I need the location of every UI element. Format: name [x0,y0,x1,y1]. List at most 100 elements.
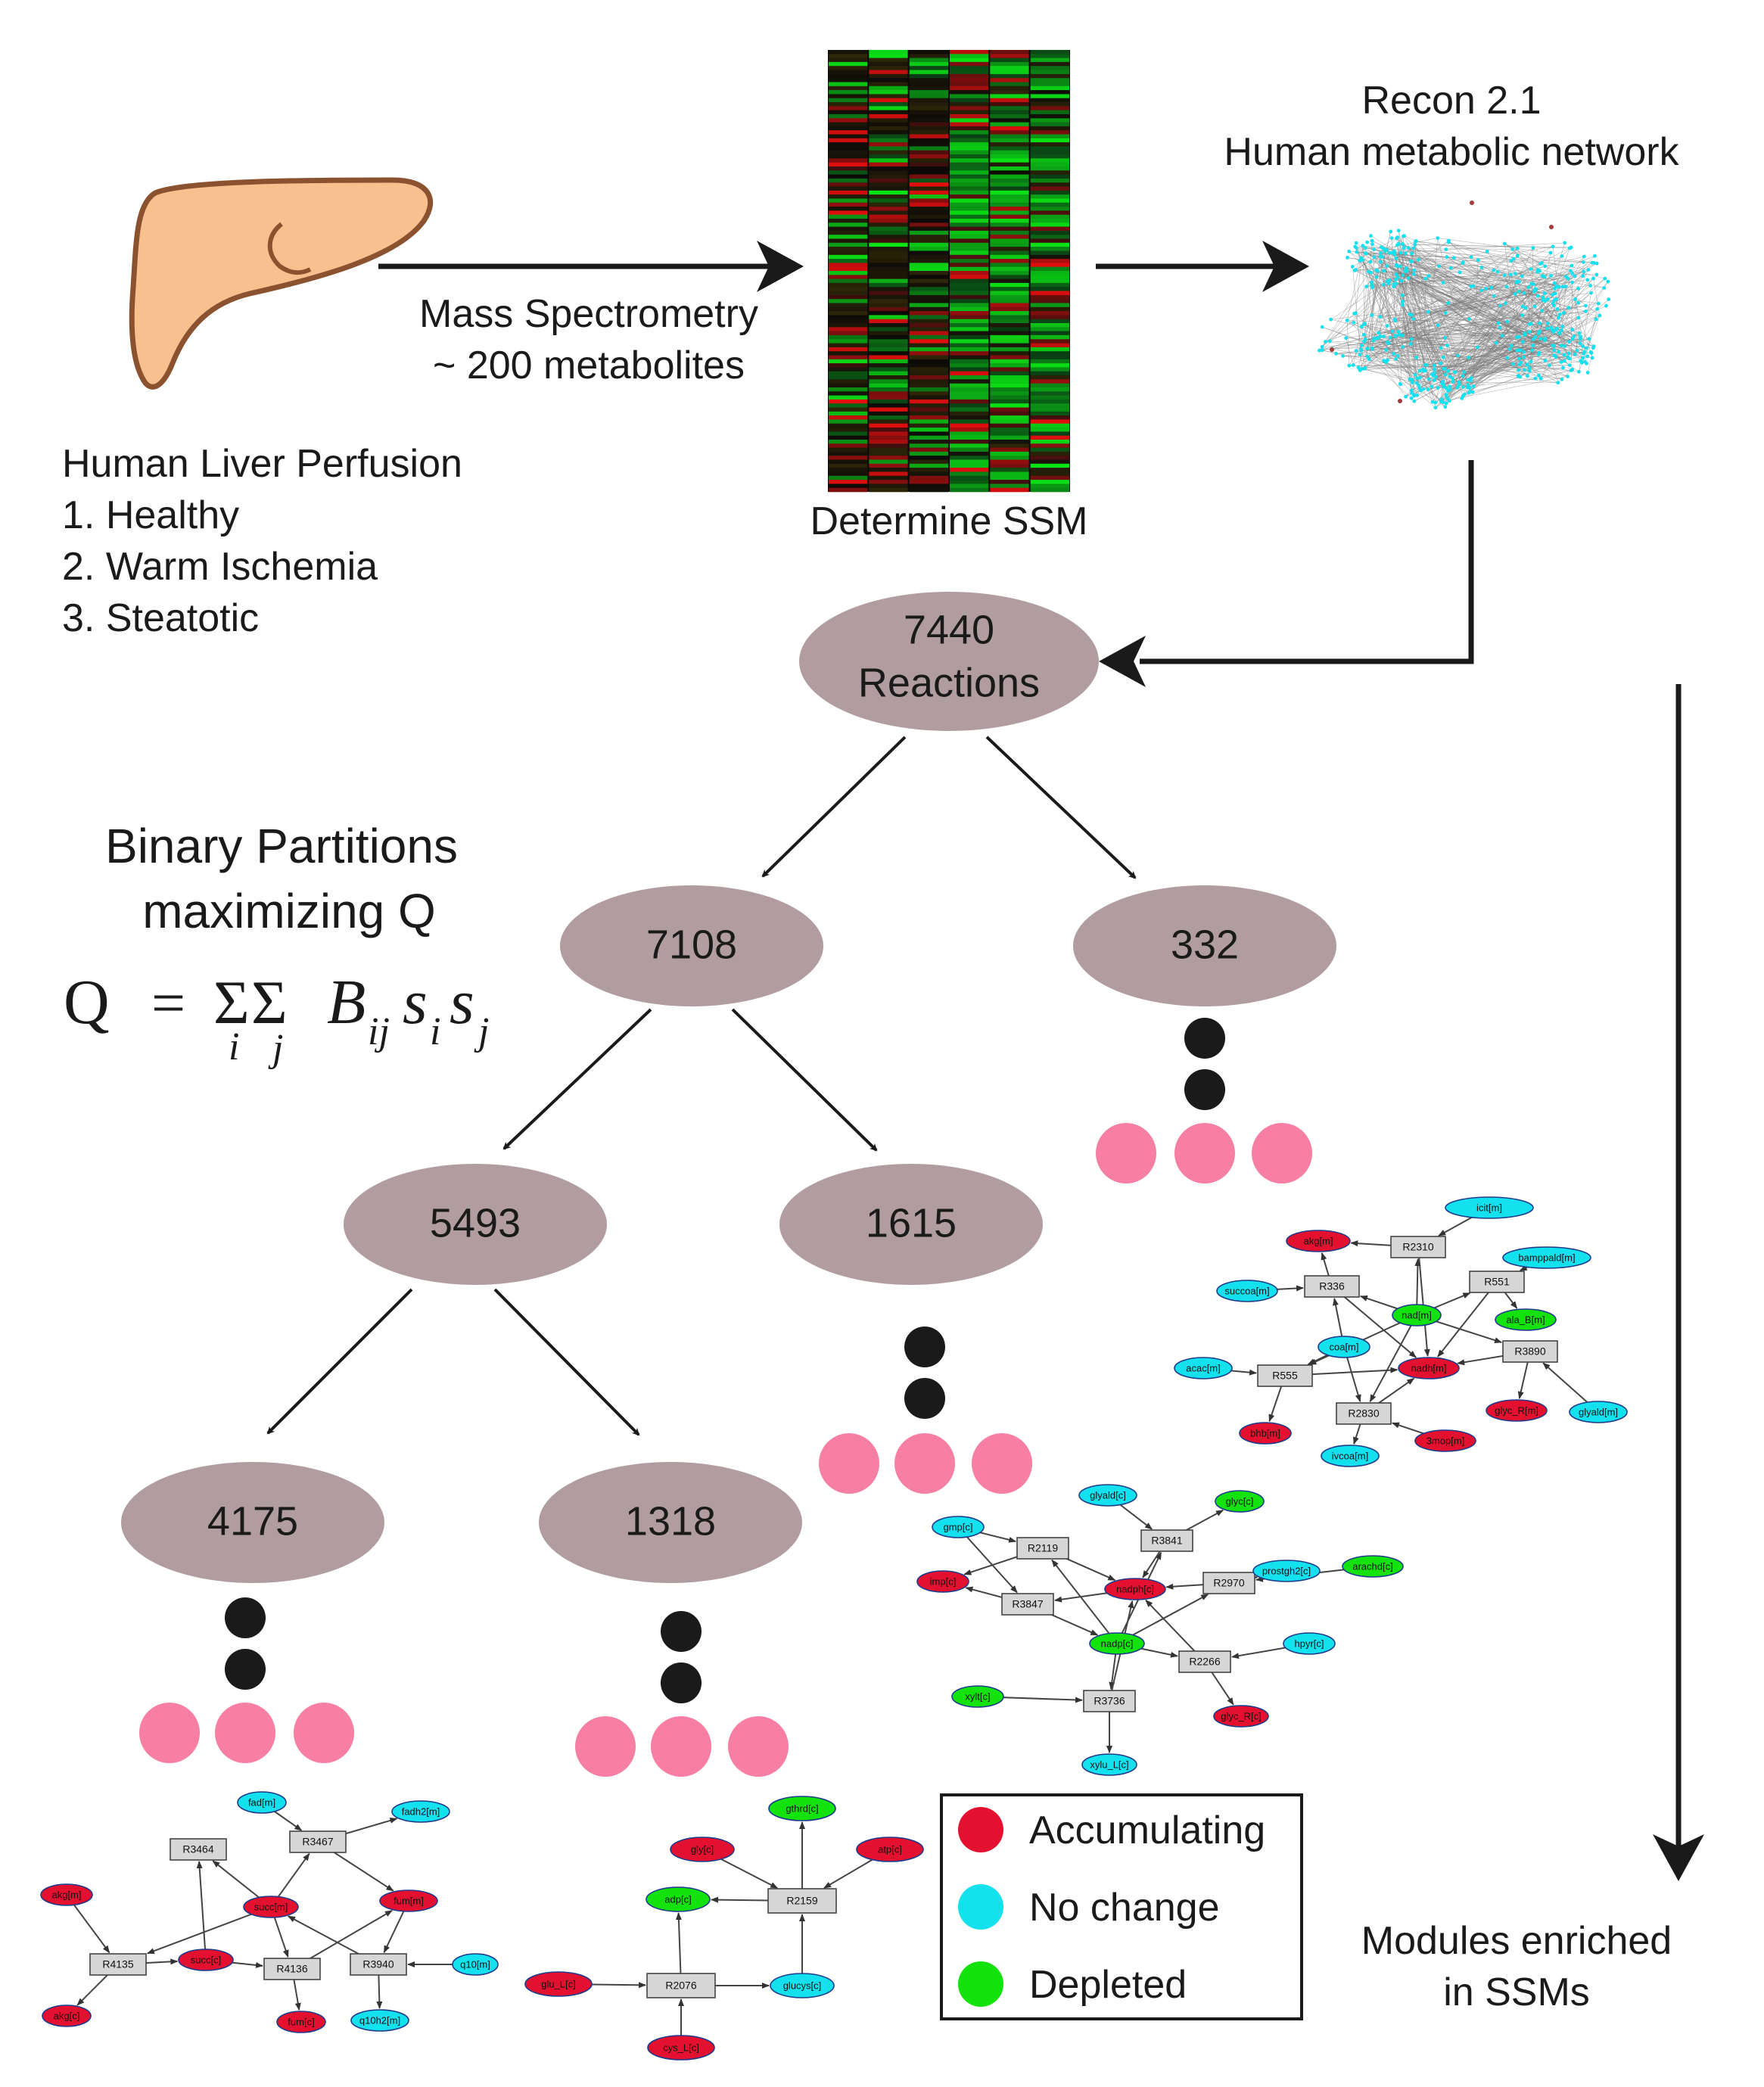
heatmap-cell [990,154,1029,159]
network-node [1445,344,1450,347]
heatmap-cell [1030,355,1069,360]
heatmap-cell [829,451,868,456]
metabolite-label: prostgh2[c] [1262,1565,1311,1576]
metabolite-label: fad[m] [248,1796,275,1808]
metabolite-label: akg[c] [54,2010,80,2021]
heatmap-cell [829,174,868,179]
heatmap-cell [829,50,868,54]
network-node [1412,268,1416,272]
network-node [1563,241,1567,245]
network-subtitle: Human metabolic network [1224,130,1679,174]
network-node [1554,297,1559,301]
heatmap-cell [950,319,989,324]
heatmap-cell [829,391,868,396]
heatmap-cell [909,86,948,91]
heatmap-cell [869,154,908,159]
network-node [1399,278,1404,283]
module-edge [1331,1286,1417,1358]
network-node [1531,337,1535,341]
heatmap-cell [950,166,989,171]
formula-b: B [327,967,366,1037]
heatmap-cell [909,475,948,481]
reaction-node [289,1830,347,1853]
heatmap-cell [990,271,1029,275]
network-node [1586,268,1591,272]
network-node [1570,263,1574,268]
heatmap-cell [950,259,989,263]
heatmap-cell [909,423,948,428]
network-edge [1359,288,1486,355]
heatmap-cell [829,327,868,331]
network-edge [1383,238,1438,249]
network-node [1552,281,1557,285]
tree-node-5493-value: 5493 [430,1200,521,1246]
heatmap-cell [1030,86,1069,91]
network-node [1359,256,1364,260]
heatmap-cell [990,411,1029,416]
heatmap-cell [869,134,908,139]
network-edge [1445,281,1520,397]
heatmap-cell [950,174,989,179]
reaction-label: R2266 [1189,1656,1220,1668]
heatmap-cell [1030,186,1069,191]
network-node [1398,264,1402,269]
network-node [1555,307,1560,311]
heatmap-cell [990,78,1029,82]
heatmap-cell [1030,266,1069,272]
heatmap-cell [829,468,868,472]
heatmap-cell [829,90,868,95]
heatmap-cell [1030,484,1069,488]
network-edge [1383,270,1449,303]
heatmap-cell [990,391,1029,396]
metabolite-node [1486,1399,1548,1422]
network-node [1458,270,1462,275]
network-edge [1371,262,1593,349]
network-edge [1355,313,1365,369]
heatmap-cell [869,219,908,223]
tree-node-4175-value: 4175 [207,1498,298,1544]
network-node [1529,267,1533,271]
heatmap-cell [829,275,868,279]
heatmap-cell [869,266,908,272]
network-node [1519,348,1523,353]
heatmap-cell [1030,222,1069,227]
formula-equals: = [151,970,185,1037]
metabolite-node [42,2005,92,2027]
network-node [1570,328,1575,331]
network-edge [1441,330,1562,402]
network-node [1324,340,1327,344]
network-node [1566,375,1570,378]
network-edge [1374,249,1604,288]
heatmap-cell [1030,463,1069,468]
heatmap-cell [1030,471,1069,477]
heatmap-cell [829,134,868,139]
network-node [1384,359,1388,363]
heatmap-cell [990,186,1029,191]
heatmap-cell [909,375,948,380]
heatmap-cell [950,419,989,424]
network-node [1543,264,1548,269]
network-edge [1319,236,1404,351]
heatmap-cell [990,419,1029,424]
network-node [1444,386,1448,390]
network-node [1595,306,1600,311]
network-node [1570,272,1575,275]
network-edge [1387,342,1472,378]
heatmap-cell [909,50,948,54]
heatmap-cell [829,371,868,376]
network-edge [1322,326,1426,365]
heatmap-cell [1030,78,1069,82]
heatmap-cell [869,118,908,123]
continuation-dots-1615 [819,1327,1032,1494]
heatmap-cell [869,162,908,167]
heatmap-cell [829,306,868,312]
heatmap-cell [990,375,1029,380]
heatmap-cell [909,66,948,70]
heatmap-cell [1030,367,1069,372]
heatmap-cell [869,190,908,195]
metabolite-label: bamppald[m] [1518,1252,1575,1263]
tree-node-4175: 4175 [121,1462,384,1583]
heatmap-cell [869,82,908,87]
heatmap-cell [869,78,908,82]
network-edge [1332,348,1360,355]
